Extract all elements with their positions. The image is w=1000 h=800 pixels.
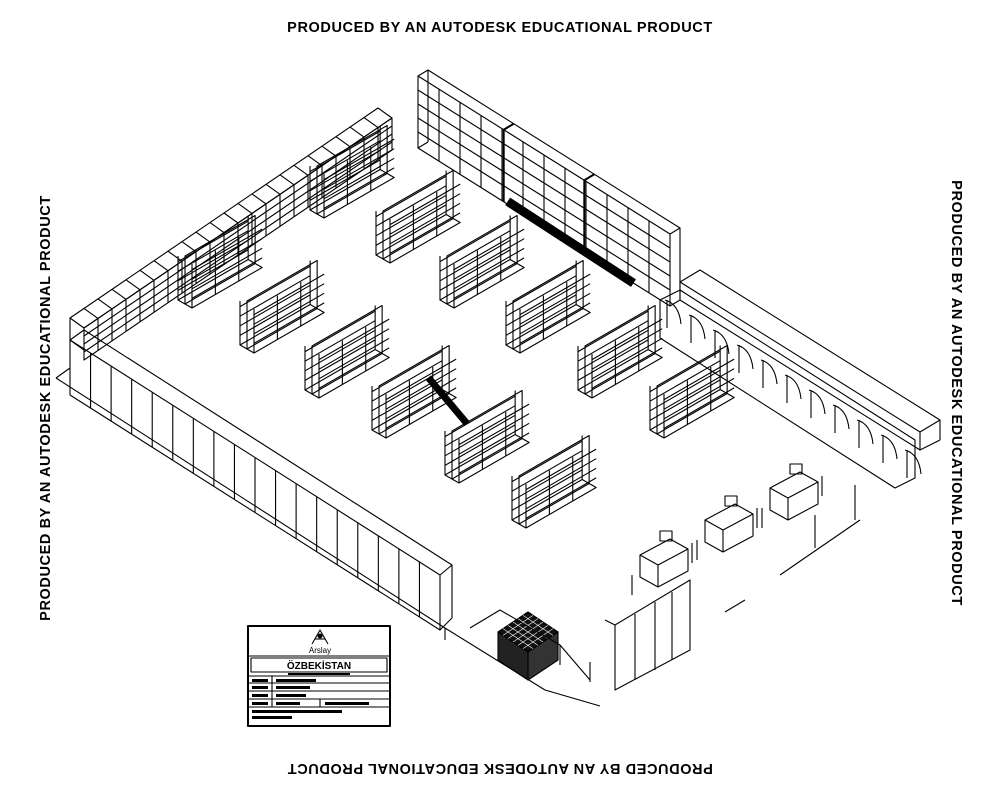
gondola-unit xyxy=(309,124,395,219)
gondola-unit xyxy=(371,344,457,439)
checkout-counters xyxy=(631,463,861,613)
annotations xyxy=(425,197,636,426)
title-block-logo-text: Arslay xyxy=(309,646,331,655)
gondola-unit xyxy=(444,389,530,484)
gondola-unit xyxy=(649,344,735,439)
gondola-unit xyxy=(239,259,325,354)
title-block: Arslay ÖZBEKİSTAN xyxy=(247,625,391,727)
gondola-unit xyxy=(505,259,591,354)
floor-outline xyxy=(55,367,601,707)
checkout-counter xyxy=(631,530,693,595)
gondola-unit xyxy=(177,214,263,309)
checkout-counter xyxy=(761,463,823,528)
checkout-counter xyxy=(696,495,758,560)
gondola-unit xyxy=(439,214,525,309)
left-perimeter-wall xyxy=(69,329,453,631)
shopping-cart-stack xyxy=(469,609,591,682)
gondola-unit xyxy=(375,169,461,264)
wall-shelving-left xyxy=(69,107,393,361)
cold-counters-right xyxy=(659,269,941,489)
logo-icon xyxy=(311,629,329,645)
title-block-title: ÖZBEKİSTAN xyxy=(287,659,351,672)
gondola-shelves xyxy=(177,124,735,529)
gondola-unit xyxy=(511,434,597,529)
gondola-unit xyxy=(577,304,663,399)
entrance-gates xyxy=(604,579,691,691)
watermark-top: PRODUCED BY AN AUTODESK EDUCATIONAL PROD… xyxy=(287,20,713,36)
gondola-unit xyxy=(304,304,390,399)
